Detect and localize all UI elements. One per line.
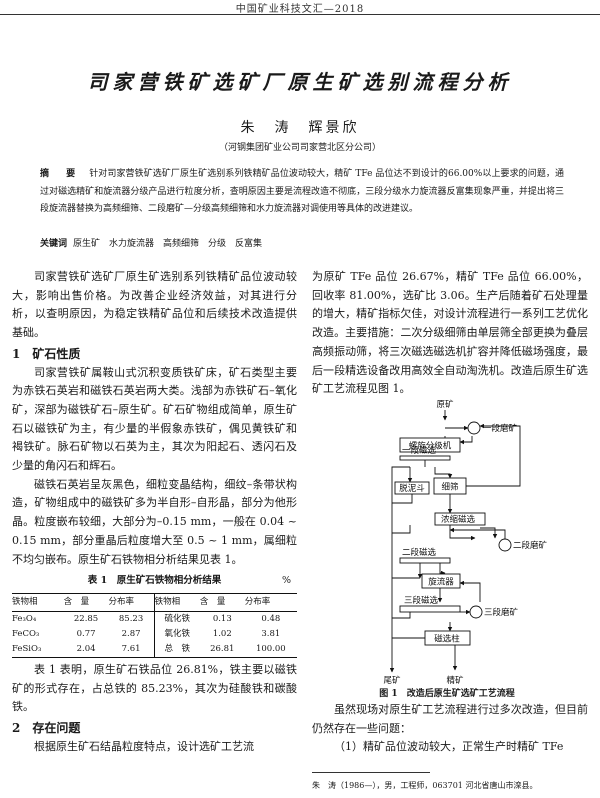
abstract-text: 针对司家营铁矿选矿厂原生矿选别系列铁精矿品位波动较大，精矿 TFe 品位达不到设… xyxy=(40,169,564,214)
flowchart-node-conc-mag: 浓缩磁选 xyxy=(434,512,486,526)
flowchart-node-mag2: 二段磁选 xyxy=(399,547,451,564)
node-label: 螺旋分级机 xyxy=(409,441,452,452)
flowchart-node-mag3: 三段磁选 xyxy=(399,595,461,613)
table-cell: 硫化铁 xyxy=(153,611,200,627)
running-header: 中国矿业科技文汇—2018 xyxy=(235,4,365,15)
table-cell: FeSiO₃ xyxy=(12,641,64,658)
table-header-cell: 分布率 xyxy=(244,592,297,612)
paragraph: 根据原生矿石结晶粒度特点，设计选矿工艺流 xyxy=(34,739,254,753)
table-cell: 0.77 xyxy=(76,628,96,639)
paragraph: 为原矿 TFe 品位 26.67%，精矿 TFe 品位 66.00%，回收率 8… xyxy=(312,270,588,396)
flowchart-node-mag1: 一段磁选 xyxy=(399,445,451,461)
paragraph: 磁铁石英岩呈灰黑色，细粒变晶结构，细纹–条带状构造，矿物组成中的磁铁矿多为半自形… xyxy=(12,477,297,566)
node-label: 磁选柱 xyxy=(434,634,460,645)
table-cell: 1.02 xyxy=(212,628,232,639)
figure-caption: 图 1 改造后原生矿选矿工艺流程 xyxy=(379,689,515,699)
table-header-cell: 铁物相 xyxy=(12,592,64,612)
section-heading-1: 1 矿石性质 xyxy=(12,346,81,361)
paragraph: 虽然现场对原生矿工艺流程进行过多次改造，但目前仍然存在一些问题： xyxy=(312,703,588,735)
node-label: 旋流器 xyxy=(428,577,454,588)
keywords: 关键词原生矿 水力旋流器 高频细筛 分级 反富集 xyxy=(40,236,564,249)
table-cell: FeCO₃ xyxy=(12,628,40,639)
paragraph: 表 1 表明，原生矿石铁品位 26.81%，铁主要以磁铁矿的形式存在，占总铁的 … xyxy=(12,662,297,714)
keywords-label: 关键词 xyxy=(40,239,68,249)
table-row: Fe₃O₄ 22.85 85.23 硫化铁 0.13 0.48 xyxy=(12,611,297,627)
node-label: 浓缩磁选 xyxy=(441,514,476,525)
node-label: 一段磁选 xyxy=(402,445,437,456)
table-cell: 氧化铁 xyxy=(153,626,200,642)
section-heading-2: 2 存在问题 xyxy=(12,721,81,736)
table-caption-text: 表 1 原生矿石铁物相分析结果 xyxy=(87,575,222,587)
node-label: 原矿 xyxy=(436,399,454,410)
table-header-row: 铁物相 含 量 分布率 铁物相 含 量 分布率 xyxy=(12,592,297,612)
node-label: 二段磁选 xyxy=(402,547,437,558)
node-label: 尾矿 xyxy=(383,675,401,686)
flowchart-node-fine-screen: 细筛 xyxy=(433,477,467,495)
node-label: 二段磨矿 xyxy=(513,540,548,551)
table-cell: 22.85 xyxy=(73,613,99,624)
flowchart-node-cyclone: 旋流器 xyxy=(421,573,461,589)
article-authors: 朱 涛 辉景欣 xyxy=(240,120,360,136)
table-cell: Fe₃O₄ xyxy=(12,613,37,624)
table-header-cell: 含 量 xyxy=(199,592,245,612)
table-cell: 7.61 xyxy=(108,641,155,658)
flowchart-node-mill3: 三段磨矿 xyxy=(469,605,519,619)
paragraph: （1）精矿品位波动较大，正常生产时精矿 TFe xyxy=(334,740,564,754)
flowchart-node-raw-ore: 原矿 xyxy=(436,399,454,410)
table-cell: 2.87 xyxy=(121,628,141,639)
table-cell: 3.81 xyxy=(261,628,281,639)
flowchart: 原矿 一段磨矿 螺旋分级机 一段磁选 脱泥斗 细筛 浓缩磁选 二段磨矿 二段磁选… xyxy=(383,399,548,686)
abstract-label: 摘 要 xyxy=(40,169,80,179)
flowchart-node-mill2: 二段磨矿 xyxy=(498,538,548,552)
flowchart-node-concentrate: 精矿 xyxy=(446,675,464,686)
node-label: 细筛 xyxy=(441,482,459,493)
left-column: 司家营铁矿选矿厂原生矿选别系列铁精矿品位波动较大，影响出售价格。为改善企业经济效… xyxy=(12,268,297,756)
table-row: FeCO₃ 0.77 2.87 氧化铁 1.02 3.81 xyxy=(12,626,297,642)
node-label: 三段磁选 xyxy=(404,595,439,606)
article-title: 司家营铁矿选矿厂原生矿选别流程分析 xyxy=(87,70,513,94)
right-column-continued: 虽然现场对原生矿工艺流程进行过多次改造，但目前仍然存在一些问题： （1）精矿品位… xyxy=(312,701,588,757)
table-row: FeSiO₃ 2.04 7.61 总 铁 26.81 100.00 xyxy=(12,641,297,658)
table-cell: 2.04 xyxy=(63,641,109,658)
table-header-cell: 铁物相 xyxy=(153,592,200,612)
flowchart-node-tailings: 尾矿 xyxy=(383,675,401,686)
author-footnote: 朱 涛（1986—），男，工程师，063701 河北省唐山市滦县。 xyxy=(312,781,538,790)
node-label: 脱泥斗 xyxy=(399,483,425,494)
paragraph: 司家营铁矿选矿厂原生矿选别系列铁精矿品位波动较大，影响出售价格。为改善企业经济效… xyxy=(12,270,297,340)
table-cell: 0.13 xyxy=(212,613,232,624)
flowchart-node-mill1: 一段磨矿 xyxy=(467,421,518,435)
table-header-cell: 分布率 xyxy=(108,592,155,612)
table-unit: % xyxy=(281,575,291,587)
table-header-cell: 含 量 xyxy=(63,592,109,612)
article-affiliation: （河钢集团矿业公司司家营北区分公司） xyxy=(218,143,381,153)
node-label: 三段磨矿 xyxy=(484,607,519,618)
node-label: 一段磨矿 xyxy=(483,423,518,434)
header-rule xyxy=(0,14,600,15)
flowchart-node-dewater: 脱泥斗 xyxy=(394,481,430,495)
table-cell: 0.48 xyxy=(261,613,281,624)
footnote-rule xyxy=(312,772,430,773)
keywords-list: 原生矿 水力旋流器 高频细筛 分级 反富集 xyxy=(73,239,263,249)
table-caption: 表 1 原生矿石铁物相分析结果 % xyxy=(12,572,297,591)
abstract: 摘 要针对司家营铁矿选矿厂原生矿选别系列铁精矿品位波动较大，精矿 TFe 品位达… xyxy=(40,166,564,219)
paragraph: 司家营铁矿属鞍山式沉积变质铁矿床，矿石类型主要为赤铁石英岩和磁铁石英岩两大类。浅… xyxy=(12,365,297,473)
table-cell: 85.23 xyxy=(118,613,144,624)
node-label: 精矿 xyxy=(446,675,464,686)
table-cell: 26.81 xyxy=(199,641,245,658)
flowchart-node-elutriator: 磁选柱 xyxy=(424,630,471,646)
table-cell: 100.00 xyxy=(244,641,297,658)
flowchart-node-classifier: 螺旋分级机 xyxy=(399,437,461,453)
right-column: 为原矿 TFe 品位 26.67%，精矿 TFe 品位 66.00%，回收率 8… xyxy=(312,268,588,399)
flowchart-connectors xyxy=(389,410,521,673)
table-cell: 总 铁 xyxy=(153,641,200,658)
mineral-phase-table: 铁物相 含 量 分布率 铁物相 含 量 分布率 Fe₃O₄ 22.85 85.2… xyxy=(12,592,297,658)
